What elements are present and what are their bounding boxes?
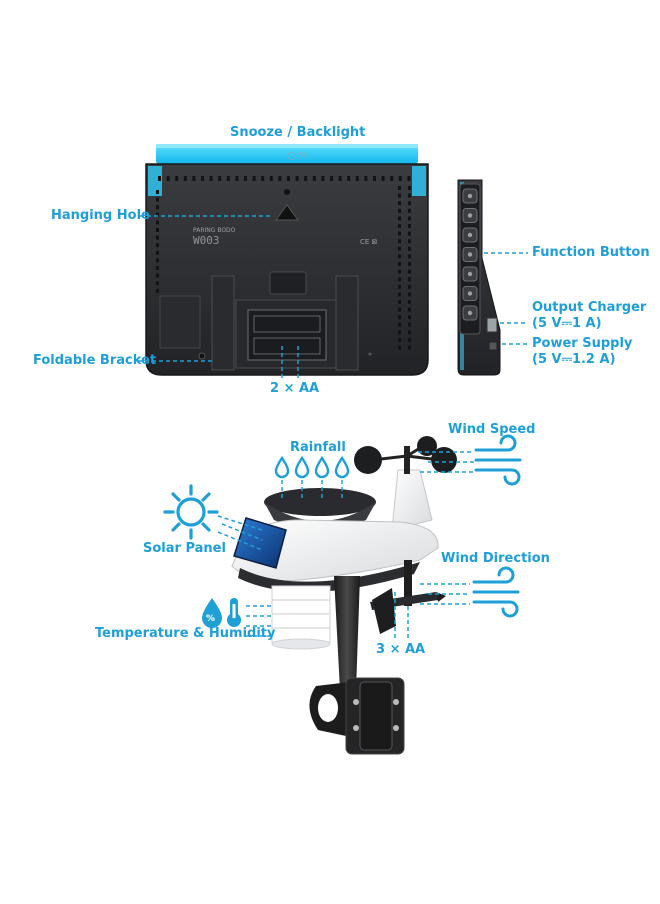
sun-icon xyxy=(163,484,219,540)
side-button-icon[interactable] xyxy=(462,208,478,223)
label-battery-console: 2 × AA xyxy=(270,381,320,396)
snooze-backlight-bar[interactable] xyxy=(156,144,418,164)
label-temperature-humidity: Temperature & Humidity xyxy=(95,626,276,641)
radiation-shield xyxy=(271,585,331,650)
solar-panel xyxy=(233,517,287,569)
label-rainfall: Rainfall xyxy=(290,440,346,455)
svg-text:CE ⊠: CE ⊠ xyxy=(360,238,377,246)
label-battery-sensor: 3 × AA xyxy=(376,642,426,657)
humidity-icon: % xyxy=(202,598,222,628)
label-wind-speed: Wind Speed xyxy=(448,422,536,437)
wind-direction-icon xyxy=(472,566,520,618)
side-button-icon[interactable] xyxy=(462,188,478,204)
raindrop-icon xyxy=(334,455,350,479)
svg-text:%: % xyxy=(206,614,215,624)
wind-speed-icon xyxy=(474,434,522,486)
usb-output-port[interactable] xyxy=(486,317,498,333)
anemometer xyxy=(354,436,457,474)
label-foldable-bracket: Foldable Bracket xyxy=(33,353,157,368)
side-button-icon[interactable] xyxy=(462,247,478,262)
outdoor-sensor xyxy=(231,436,457,755)
side-button-icon[interactable] xyxy=(462,305,478,321)
raindrop-icon xyxy=(294,455,310,479)
raindrop-icon xyxy=(314,455,330,479)
vent-holes xyxy=(156,176,411,350)
label-hanging-hole: Hanging Hole xyxy=(51,208,150,223)
raindrop-icons xyxy=(274,455,350,479)
label-snooze-backlight: Snooze / Backlight xyxy=(230,125,366,140)
side-button-icon[interactable] xyxy=(462,227,478,243)
leader-lines xyxy=(138,215,528,640)
console-side-view xyxy=(457,179,501,376)
label-output-charger: Output Charger xyxy=(532,300,647,315)
mounting-clamp xyxy=(309,677,405,755)
console-back-view: ◯ /☼ PARING BODO W003 CE ⊠ xyxy=(145,144,429,376)
raindrop-icon xyxy=(274,455,290,479)
svg-text:PARING BODO: PARING BODO xyxy=(193,227,236,234)
side-button-icon[interactable] xyxy=(462,266,478,282)
battery-compartment-console xyxy=(247,309,327,361)
leader-line xyxy=(221,523,263,541)
label-function-button: Function Button xyxy=(532,245,650,260)
function-buttons[interactable] xyxy=(462,188,478,321)
thermometer-icon xyxy=(227,598,241,627)
side-button-icon[interactable] xyxy=(462,286,478,301)
hanging-hole-icon xyxy=(275,189,299,221)
svg-text:◯ /☼: ◯ /☼ xyxy=(287,151,308,160)
label-wind-direction: Wind Direction xyxy=(441,551,550,566)
wind-vane xyxy=(370,560,446,634)
leader-line xyxy=(217,515,263,531)
label-output-charger-spec: (5 V⎓1 A) xyxy=(532,316,602,331)
label-power-supply: Power Supply xyxy=(532,336,633,351)
label-solar-panel: Solar Panel xyxy=(143,541,226,556)
leader-line xyxy=(217,531,263,551)
power-input-port[interactable] xyxy=(488,341,498,351)
label-power-supply-spec: (5 V⎓1.2 A) xyxy=(532,352,616,367)
model-text: W003 xyxy=(193,234,220,247)
